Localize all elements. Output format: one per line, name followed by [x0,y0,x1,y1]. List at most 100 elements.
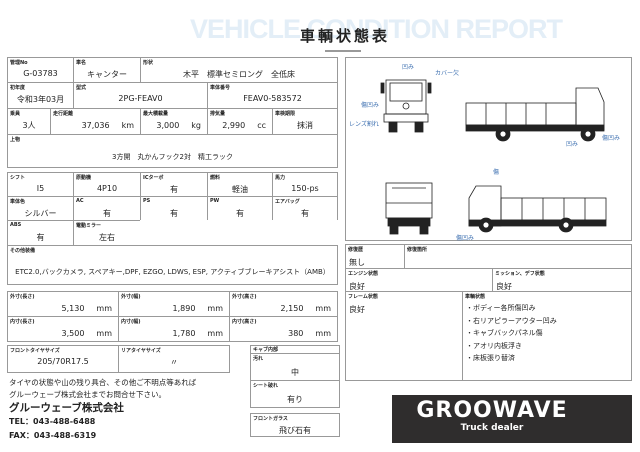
value: 37,036 [81,121,110,130]
damage-label: レンズ割れ [349,121,379,128]
groowave-logo: GROOWAVE Truck dealer [392,395,632,443]
unit: mm [96,329,112,338]
watermark: VEHICLE CONDITION REPORT [190,14,563,44]
value: FEAV0-583572 [243,94,302,103]
displacement-cell: 排気量 2,990 cc [207,108,273,135]
damage-label: カバー欠 [435,70,460,77]
value: ETC2.0,バックカメラ, スペアキー,DPF, EZGO, LDWS, ES… [15,268,330,276]
value: 有 [103,209,111,218]
label: AC [76,198,84,204]
value: 2,990 [222,121,246,130]
label: 内寸(長さ) [10,319,35,325]
value: 205/70R17.5 [37,357,89,366]
label: フロントガラス [253,416,288,422]
value: 有 [170,185,178,194]
label: 排気量 [210,111,226,117]
vehicle-condition-cell: 車輌状態 ・ボディー各所傷凹み ・右リアピラーアウター凹み ・キャブバックパネル… [462,291,632,381]
unit: mm [315,304,331,313]
page-title: 車輌状態表 [299,27,390,45]
label: キャブ内部 [253,347,279,353]
damage-label: 凹み [566,141,579,148]
truck-side-view-right [465,87,605,142]
unit: mm [96,304,112,313]
label: 外寸(幅) [121,294,141,300]
value: 木平 標準セミロング 全低床 [183,70,295,79]
value: 無し [349,258,365,267]
label: 管理No [10,60,28,66]
value: キャンター [87,70,127,79]
value: 1,780 [172,329,196,338]
color-cell: 車体色シルバー [7,196,74,221]
car-name-cell: 車名キャンター [73,57,141,83]
label: 修復歴 [348,247,364,253]
logo-sub: Truck dealer [460,423,524,433]
value: 中 [291,368,299,377]
label: 乗員 [10,111,21,117]
unit: mm [315,329,331,338]
engine-condition-cell: エンジン状態良好 [345,268,493,292]
unit: mm [207,304,223,313]
airbag-cell: エアバッグ有 [272,196,338,221]
label: 原動機 [76,175,92,181]
value: 飛び石有 [279,426,311,435]
value: 左右 [99,233,115,242]
unit: mm [207,329,223,338]
turbo-cell: ICターボ有 [140,172,208,197]
value: G-03783 [23,69,58,78]
condition-item: ・キャブバックパネル傷 [466,329,543,337]
label: 型式 [76,85,87,91]
damage-label: 傷 [493,169,500,176]
shape-cell: 形状木平 標準セミロング 全低床 [140,57,338,83]
logo-brand: GROOWAVE [416,398,568,423]
value: 150-ps [291,184,319,193]
mirror-cell: 電動ミラー左右 [73,220,141,246]
damage-label: 傷凹み [456,235,475,242]
label: 電動ミラー [76,223,102,229]
value: 3方開 丸かんフック2対 精工ラック [112,153,233,161]
label: 内寸(幅) [121,319,141,325]
ac-cell: AC 有 [73,196,141,221]
repair-history-cell: 修復歴無し [345,244,405,269]
value: シルバー [24,209,57,218]
label: エンジン状態 [348,271,379,277]
value: 有 [36,233,45,242]
value: 2,150 [280,304,304,313]
label: ミッション、デフ状態 [495,271,545,277]
label: PS [143,198,151,204]
front-glass-cell: フロントガラス飛び石有 [250,413,340,437]
condition-item: ・アオリ内板浮き [466,341,522,350]
frame-condition-cell: フレーム状態良好 [345,291,463,381]
label: 形状 [143,60,154,66]
cab-seat-cell: シート破れ有り [250,380,340,408]
label: 汚れ [253,356,264,362]
damage-label: 傷凹み [602,135,621,142]
label: 車体番号 [210,85,231,91]
unit: cc [257,121,266,130]
value: I5 [36,184,45,193]
value: 令和3年03月 [16,95,65,104]
fuel-cell: 燃料軽油 [207,172,273,197]
label: エアバッグ [275,199,300,205]
label: 初年度 [10,85,26,91]
inspection-cell: 車検期限抹消 [272,108,338,135]
label: 馬力 [275,175,286,181]
value: 3,000 [156,121,180,130]
title-underline [325,50,361,52]
repair-parts-cell: 修復箇所 [404,244,632,269]
first-reg-cell: 初年度令和3年03月 [7,82,74,109]
power-cell: 馬力 150-ps [272,172,338,197]
label: シート破れ [253,383,279,389]
value: 〃 [170,358,178,367]
label: 車名 [76,60,87,66]
